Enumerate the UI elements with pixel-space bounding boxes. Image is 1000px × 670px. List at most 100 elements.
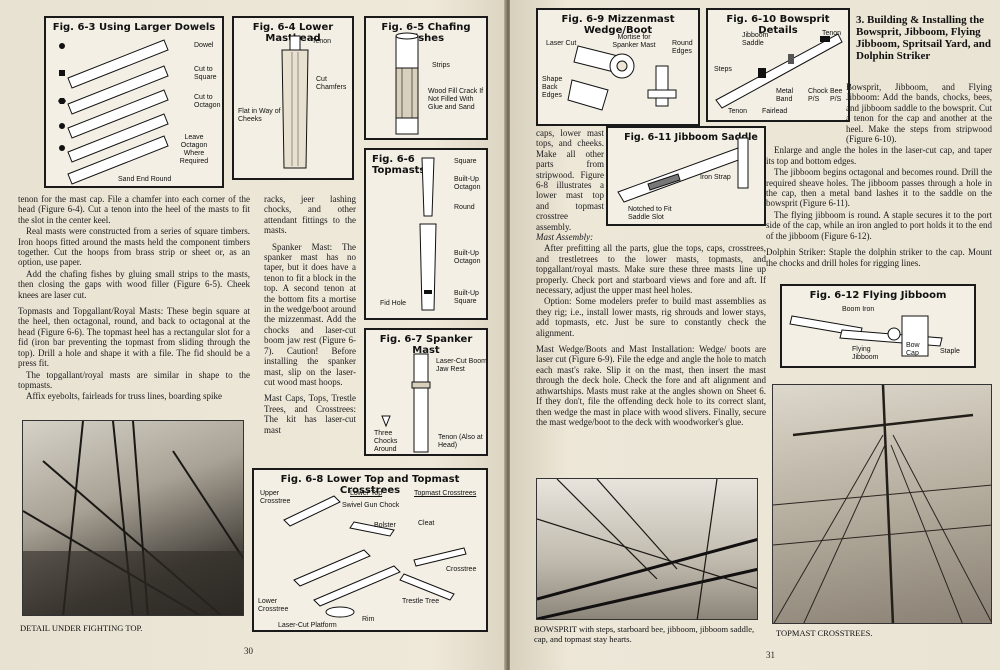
- callout-boom-jaw-rest: Laser-Cut Boom Jaw Rest: [436, 358, 487, 373]
- callout-tenon-bottom: Tenon: [728, 108, 748, 115]
- right-column-text: Bowsprit, Jibboom, and Flying Jibboom: A…: [766, 82, 992, 269]
- paragraph: racks, jeer lashing chocks, and other at…: [264, 194, 356, 236]
- callout-notched: Notched to Fit Saddle Slot: [628, 206, 672, 221]
- figure-6-5: Fig. 6-5 Chafing Fishes Strips Wood Fill…: [364, 16, 488, 140]
- callout-lower-top: Lower Top: [350, 490, 383, 497]
- callout-cleat: Cleat: [418, 520, 435, 527]
- crosstrees-photo-illustration: [773, 385, 991, 623]
- paragraph: Mast Wedge/Boots and Mast Installation: …: [536, 344, 766, 427]
- page-number-left: 30: [244, 646, 253, 656]
- paragraph: The jibboom begins octagonal and becomes…: [766, 167, 992, 209]
- callout-lower-crosstree: Lower Crosstree: [258, 598, 289, 613]
- paragraph: Mast Caps, Tops, Trestle Trees, and Cros…: [264, 393, 356, 435]
- callout-metal-band: Metal Band: [776, 88, 794, 103]
- callout-laser-cut-platform: Laser-Cut Platform: [278, 622, 337, 629]
- paragraph: caps, lower mast tops, and cheeks. Make …: [536, 128, 604, 232]
- callout-jibboom-saddle: Jibboom Saddle: [742, 32, 769, 47]
- callout-cut-chamfers: Cut Chamfers: [316, 76, 347, 91]
- photo-caption-crosstrees: TOPMAST CROSSTREES.: [776, 628, 873, 638]
- bowsprit-diagram: [715, 33, 843, 109]
- paragraph: tenon for the mast cap. File a chamfer i…: [18, 194, 250, 225]
- callout-fairlead: Fairlead: [762, 108, 788, 115]
- paragraph: Topmasts and Topgallant/Royal Masts: The…: [18, 306, 250, 369]
- callout-cut-square: Cut to Square: [194, 66, 217, 81]
- callout-iron-strap: Iron Strap: [700, 174, 731, 181]
- photo-caption-bowsprit: BOWSPRIT with steps, starboard bee, jibb…: [534, 624, 755, 644]
- figure-6-3: Fig. 6-3 Using Larger Dowels Dowel Cut t…: [44, 16, 224, 188]
- left-page: Fig. 6-3 Using Larger Dowels Dowel Cut t…: [0, 0, 506, 670]
- paragraph: Option: Some modelers prefer to build ma…: [536, 296, 766, 338]
- page-number-right: 31: [766, 650, 775, 660]
- callout-bow-cap: Bow Cap: [906, 342, 920, 357]
- callout-three-chocks: Three Chocks Around: [374, 430, 398, 453]
- photo-topmast-crosstrees: [772, 384, 992, 624]
- callout-chock: Chock P/S: [808, 88, 828, 103]
- right-left-column-text-top: caps, lower mast tops, and cheeks. Make …: [536, 128, 604, 233]
- callout-round-edges: Round Edges: [672, 40, 693, 55]
- paragraph: Add the chafing fishes by gluing small s…: [18, 268, 250, 300]
- callout-wood-fill: Wood Fill Crack If Not Filled With Glue …: [428, 88, 484, 111]
- callout-flying-jibboom: Flying Jibboom: [852, 346, 879, 361]
- bowsprit-photo-illustration: [537, 479, 757, 619]
- callout-staple: Staple: [940, 348, 960, 355]
- figure-6-4: Fig. 6-4 Lower Masthead Tenon Cut Chamfe…: [232, 16, 354, 180]
- section-heading: 3. Building & Installing the Bowsprit, J…: [856, 14, 991, 62]
- callout-built-up-octagon-1: Built-Up Octagon: [454, 176, 481, 191]
- callout-shape-back-edges: Shape Back Edges: [542, 76, 563, 99]
- callout-tenon-top: Tenon: [822, 30, 842, 37]
- callout-boom-iron: Boom Iron: [842, 306, 875, 313]
- callout-sand-end: Sand End Round: [118, 176, 172, 183]
- figure-title: Fig. 6-9 Mizzenmast Wedge/Boot: [561, 14, 675, 36]
- callout-upper-crosstree: Upper Crosstree: [260, 490, 291, 505]
- callout-tenon: Tenon: [312, 38, 332, 45]
- rigging-photo-illustration: [23, 421, 243, 615]
- paragraph: Real masts were constructed from a serie…: [18, 226, 250, 268]
- chafing-fishes-diagram: [395, 32, 419, 135]
- spanker-mast-diagram: [381, 353, 431, 453]
- callout-square: Square: [454, 158, 477, 165]
- photo-bowsprit: [536, 478, 758, 620]
- left-column-2-text: racks, jeer lashing chocks, and other at…: [264, 194, 356, 436]
- figure-title: Fig. 6-5 Chafing Fishes: [381, 22, 471, 44]
- figure-title: Fig. 6-11 Jibboom Saddle: [624, 132, 758, 143]
- jibboom-saddle-diagram: [617, 137, 749, 203]
- callout-strips: Strips: [432, 62, 450, 69]
- figure-6-6: Fig. 6-6 Topmasts Square Built-Up Octago…: [364, 148, 488, 320]
- callout-crosstree: Crosstree: [446, 566, 477, 573]
- figure-6-10: Fig. 6-10 Bowsprit Details Jibboom Saddl…: [706, 8, 850, 122]
- callout-bee: Bee P/S: [830, 88, 843, 103]
- paragraph: Mast Assembly:: [536, 232, 594, 242]
- masthead-diagram: [281, 35, 309, 169]
- right-left-column-text: Mast Assembly: After prefitting all the …: [536, 232, 766, 428]
- callout-bolster: Bolster: [374, 522, 396, 529]
- figure-6-9: Fig. 6-9 Mizzenmast Wedge/Boot Laser Cut…: [536, 8, 700, 126]
- left-column-1-text: tenon for the mast cap. File a chamfer i…: [18, 194, 250, 403]
- callout-mortise: Mortise for Spanker Mast: [612, 34, 656, 49]
- crosstrees-diagram: [283, 495, 467, 618]
- dowel-diagram: [58, 39, 169, 185]
- photo-caption: DETAIL UNDER FIGHTING TOP.: [20, 623, 143, 633]
- paragraph: After prefitting all the parts, glue the…: [536, 243, 766, 296]
- figure-6-7: Fig. 6-7 Spanker Mast Laser-Cut Boom Jaw…: [364, 328, 488, 456]
- callout-steps: Steps: [714, 66, 732, 73]
- paragraph: Bowsprit, Jibboom, and Flying Jibboom: A…: [846, 82, 992, 145]
- paragraph: The topgallant/royal masts are similar i…: [18, 369, 250, 390]
- paragraph: Enlarge and angle the holes in the laser…: [766, 145, 992, 166]
- callout-swivel-gun-chock: Swivel Gun Chock: [342, 502, 400, 509]
- callout-round: Round: [454, 204, 475, 211]
- paragraph: Spanker Mast: The spanker mast has no ta…: [264, 241, 356, 387]
- book-spine: [504, 0, 512, 670]
- callout-built-up-octagon-2: Built-Up Octagon: [454, 250, 481, 265]
- figure-6-8: Fig. 6-8 Lower Top and Topmast Crosstree…: [252, 468, 488, 632]
- flying-jibboom-diagram: [789, 315, 943, 357]
- figure-title: Fig. 6-10 Bowsprit Details: [726, 14, 830, 36]
- figure-title: Fig. 6-7 Spanker Mast: [379, 334, 473, 356]
- photo-fighting-top: [22, 420, 244, 616]
- callout-leave-octagon: Leave Octagon Where Required: [179, 134, 209, 165]
- callout-built-up-square: Built-Up Square: [454, 290, 479, 305]
- paragraph: Dolphin Striker: Staple the dolphin stri…: [766, 247, 992, 268]
- callout-laser-cut: Laser Cut: [546, 40, 577, 47]
- paragraph: The flying jibboom is round. A staple se…: [766, 209, 992, 241]
- callout-trestle-tree: Trestle Tree: [402, 598, 440, 605]
- callout-flat-cheeks: Flat in Way of Cheeks: [238, 108, 281, 123]
